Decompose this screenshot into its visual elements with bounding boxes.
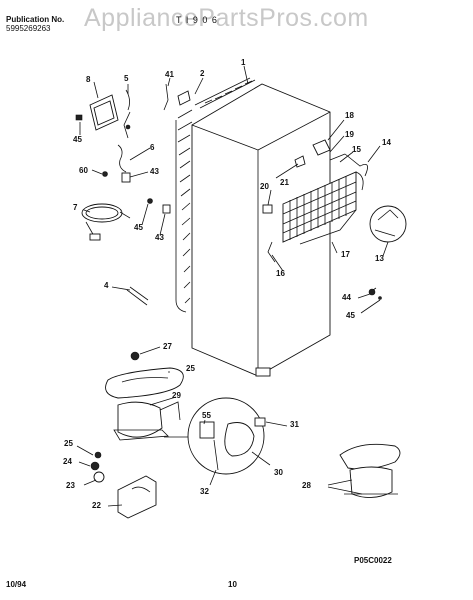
callout-28: 28 <box>302 481 311 490</box>
callout-22: 22 <box>92 501 101 510</box>
callout-20: 20 <box>260 182 269 191</box>
callout-32: 32 <box>200 487 209 496</box>
insulation-strip <box>175 77 256 313</box>
callout-45a: 45 <box>73 135 82 144</box>
callout-43b: 43 <box>155 233 164 242</box>
callout-18: 18 <box>345 111 354 120</box>
callout-8: 8 <box>86 75 91 84</box>
callout-21: 21 <box>280 178 289 187</box>
callout-19: 19 <box>345 130 354 139</box>
small-parts <box>75 83 407 306</box>
leader-lines <box>76 65 389 507</box>
footer-page-number: 10 <box>228 580 237 589</box>
callout-23: 23 <box>66 481 75 490</box>
compressor-assembly <box>90 351 184 519</box>
callout-16: 16 <box>276 269 285 278</box>
diagram-code: P05C0022 <box>354 556 392 565</box>
relay-detail <box>164 397 266 475</box>
callout-45c: 45 <box>346 311 355 320</box>
callout-24: 24 <box>63 457 72 466</box>
callout-29: 29 <box>172 391 181 400</box>
cabinet <box>191 83 331 377</box>
callout-41: 41 <box>165 70 174 79</box>
callout-45b: 45 <box>134 223 143 232</box>
callout-1: 1 <box>241 58 246 67</box>
callout-2: 2 <box>200 69 205 78</box>
callout-6a: 6 <box>150 143 155 152</box>
alt-compressor <box>339 443 401 498</box>
callout-55: 55 <box>202 411 211 420</box>
watermark-text: AppliancePartsPros.com <box>84 4 369 32</box>
callout-15: 15 <box>352 145 361 154</box>
callout-5: 5 <box>124 74 129 83</box>
publication-label: Publication No. <box>6 15 65 24</box>
callout-25b: 25 <box>64 439 73 448</box>
model-number: T I 9 0 6 <box>176 15 218 25</box>
callout-43a: 43 <box>150 167 159 176</box>
callout-7: 7 <box>73 203 78 212</box>
callout-25a: 25 <box>186 364 195 373</box>
footer-date: 10/94 <box>6 580 27 589</box>
publication-number: 5995269263 <box>6 24 51 33</box>
callout-60: 60 <box>79 166 88 175</box>
callout-31: 31 <box>290 420 299 429</box>
callout-13: 13 <box>375 254 384 263</box>
callout-17: 17 <box>341 250 350 259</box>
callout-30: 30 <box>274 468 283 477</box>
callout-44: 44 <box>342 293 351 302</box>
condenser-coil <box>282 171 364 245</box>
callout-14: 14 <box>382 138 391 147</box>
callout-27: 27 <box>163 342 172 351</box>
callout-4: 4 <box>104 281 109 290</box>
callout-labels: 1 2 4 5 6 8 7 13 14 15 16 17 18 19 20 21… <box>63 58 391 510</box>
